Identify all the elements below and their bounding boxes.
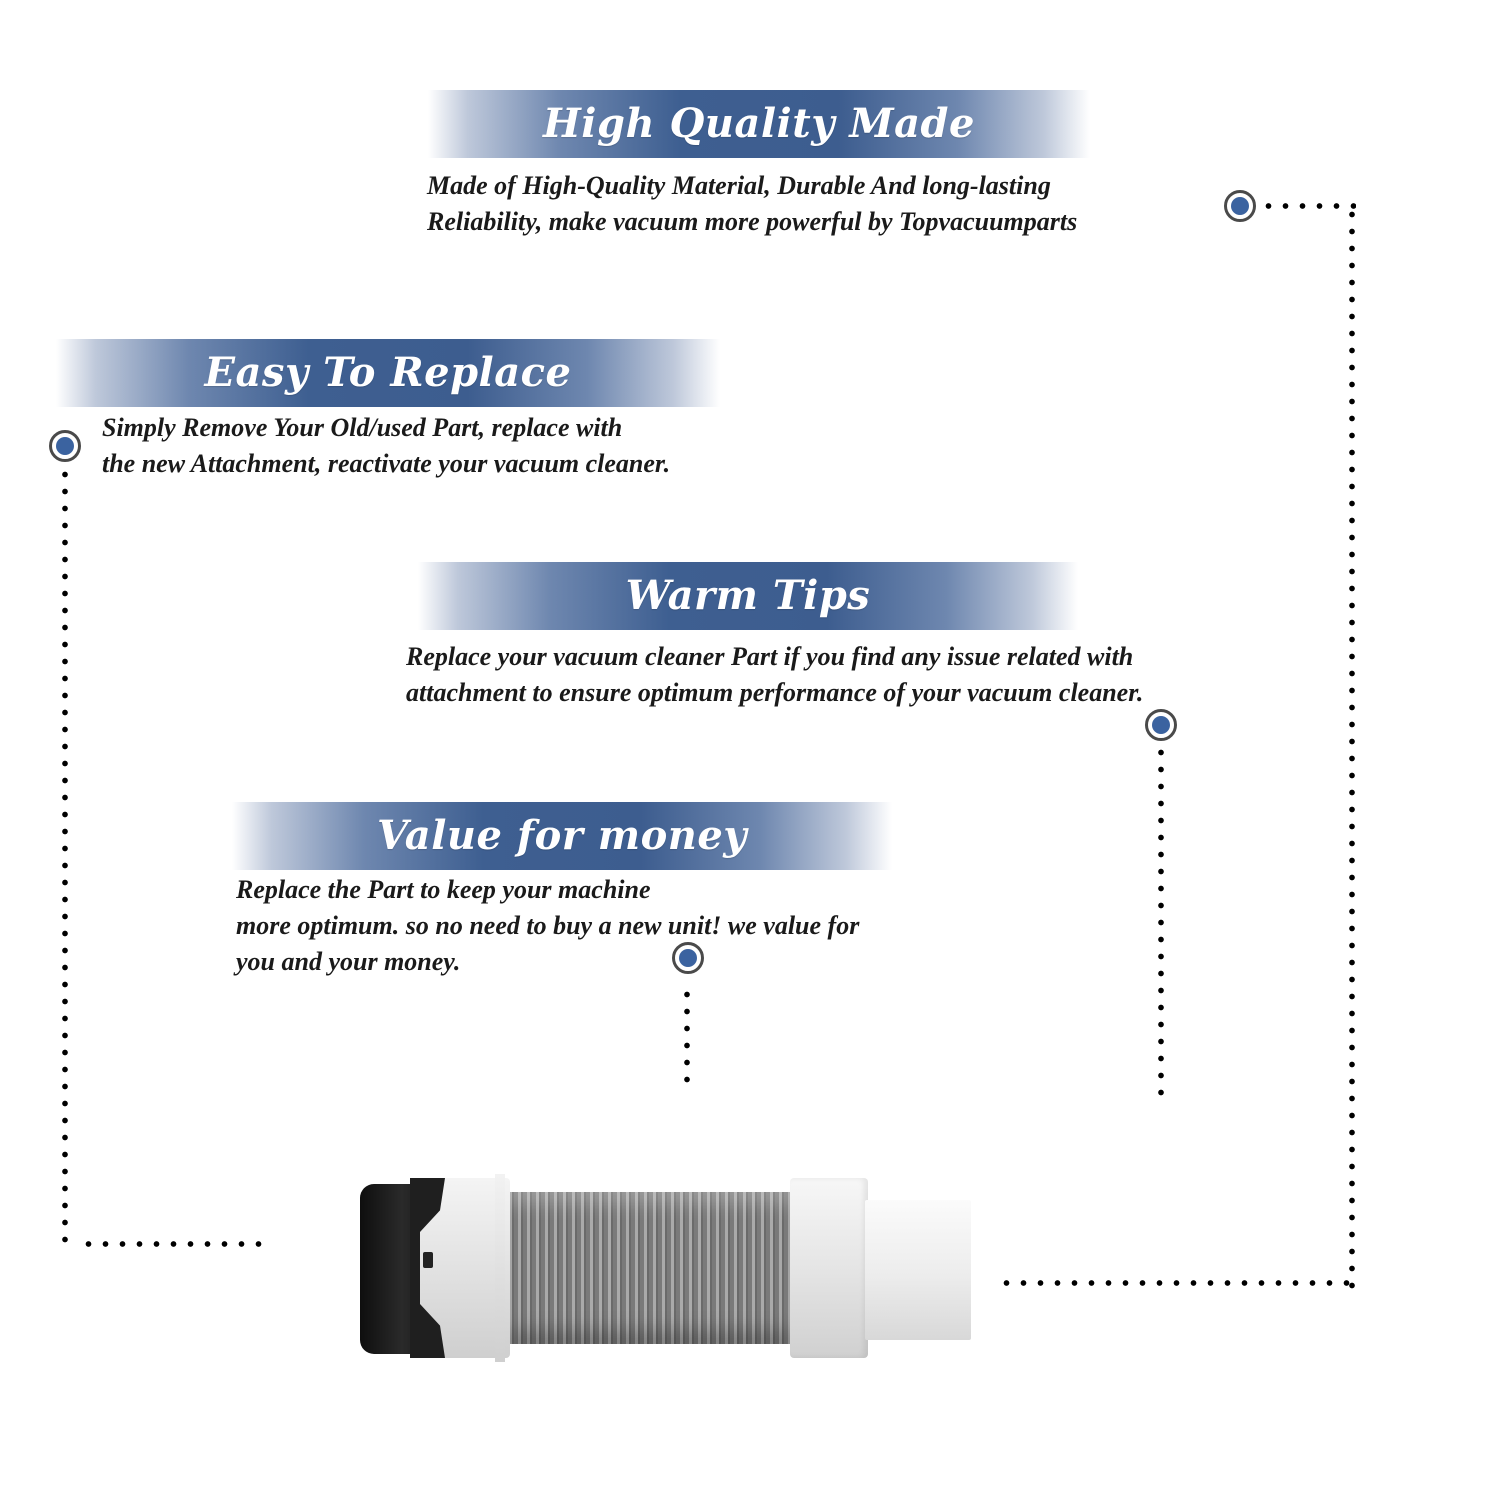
release-slot	[423, 1252, 433, 1268]
banner-easy-to-replace: Easy To Replace	[56, 339, 720, 407]
end-tube	[865, 1200, 971, 1340]
section-description: Replace the Part to keep your machine mo…	[236, 872, 859, 980]
section-title: High Quality Made	[543, 100, 975, 147]
dotted-connector	[684, 986, 690, 1090]
dotted-connector	[80, 1241, 262, 1247]
banner-high-quality-made: High Quality Made	[428, 90, 1090, 158]
section-title: Value for money	[376, 812, 748, 859]
section-description: Simply Remove Your Old/used Part, replac…	[102, 410, 670, 482]
description-line: you and your money.	[236, 947, 461, 976]
description-line: Replace your vacuum cleaner Part if you …	[406, 642, 1134, 671]
product-image-vacuum-hose	[355, 1170, 975, 1370]
banner-value-for-money: Value for money	[232, 802, 892, 870]
description-line: Simply Remove Your Old/used Part, replac…	[102, 413, 623, 442]
dotted-connector	[1260, 203, 1356, 209]
cuff-collar	[495, 1174, 505, 1362]
section-description: Replace your vacuum cleaner Part if you …	[406, 639, 1143, 711]
callout-marker-icon	[672, 942, 704, 974]
description-line: the new Attachment, reactivate your vacu…	[102, 449, 671, 478]
section-title: Easy To Replace	[204, 349, 572, 396]
section-description: Made of High-Quality Material, Durable A…	[427, 168, 1077, 240]
description-line: Replace the Part to keep your machine	[236, 875, 651, 904]
description-line: Reliability, make vacuum more powerful b…	[427, 207, 1078, 236]
callout-marker-icon	[49, 430, 81, 462]
dotted-connector	[1349, 206, 1355, 1290]
callout-marker-icon	[1224, 190, 1256, 222]
callout-marker-icon	[1145, 709, 1177, 741]
flexible-hose	[505, 1192, 795, 1344]
banner-warm-tips: Warm Tips	[418, 562, 1078, 630]
description-line: attachment to ensure optimum performance…	[406, 678, 1144, 707]
end-ring	[790, 1178, 868, 1358]
dotted-connector	[62, 466, 68, 1250]
dotted-connector	[998, 1280, 1354, 1286]
description-line: more optimum. so no need to buy a new un…	[236, 911, 860, 940]
description-line: Made of High-Quality Material, Durable A…	[427, 171, 1051, 200]
dotted-connector	[1158, 744, 1164, 1096]
section-title: Warm Tips	[625, 572, 871, 619]
